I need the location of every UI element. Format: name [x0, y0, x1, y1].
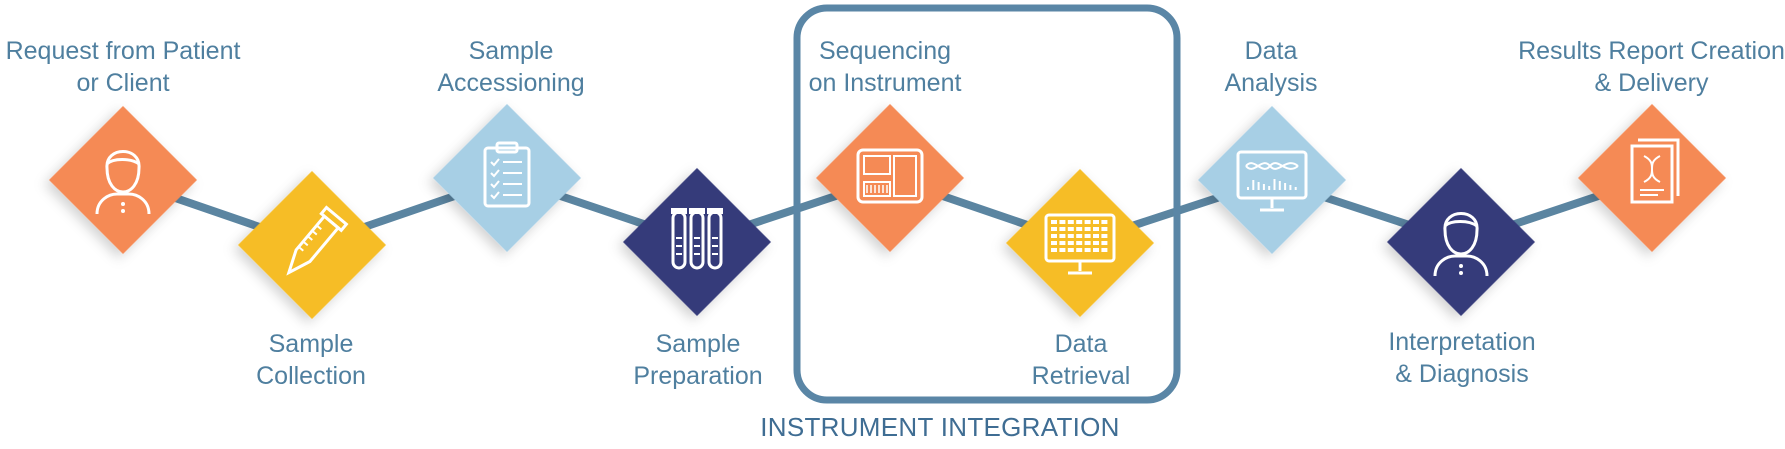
diamond-preparation — [622, 167, 771, 316]
label-interpretation: Interpretation& Diagnosis — [1388, 328, 1536, 388]
diamond-shape — [1386, 167, 1535, 316]
diamond-retrieval — [1005, 168, 1154, 317]
diamond-collection — [238, 171, 386, 320]
instrument-integration-label: INSTRUMENT INTEGRATION — [760, 412, 1120, 442]
sample-tube-icon — [286, 205, 349, 276]
data-monitor-icon — [1044, 213, 1116, 275]
instrument-integration-box — [793, 4, 1181, 404]
diamond-shape — [622, 167, 771, 316]
diamond-accessioning — [433, 104, 582, 252]
diamond-shape — [815, 103, 964, 252]
sequencer-instrument-icon — [856, 148, 924, 204]
doctor-icon — [1433, 212, 1489, 277]
label-report: Results Report Creation& Delivery — [1518, 37, 1785, 97]
diamond-shape — [1197, 105, 1346, 254]
diamond-shape — [49, 105, 197, 254]
clipboard-checklist-icon — [483, 141, 531, 208]
diamond-request — [49, 105, 197, 254]
diamond-shape — [433, 104, 582, 252]
test-tubes-icon — [671, 208, 723, 270]
step-diamonds — [49, 103, 1726, 320]
person-icon — [95, 150, 151, 215]
diamond-interpretation — [1386, 167, 1535, 316]
diamond-sequencing — [815, 103, 964, 252]
diamond-analysis — [1197, 105, 1346, 254]
dna-report-icon — [1630, 138, 1680, 204]
diamond-report — [1577, 103, 1726, 252]
diamond-shape — [1577, 103, 1726, 252]
dna-monitor-icon — [1236, 150, 1308, 212]
diamond-shape — [238, 171, 386, 320]
